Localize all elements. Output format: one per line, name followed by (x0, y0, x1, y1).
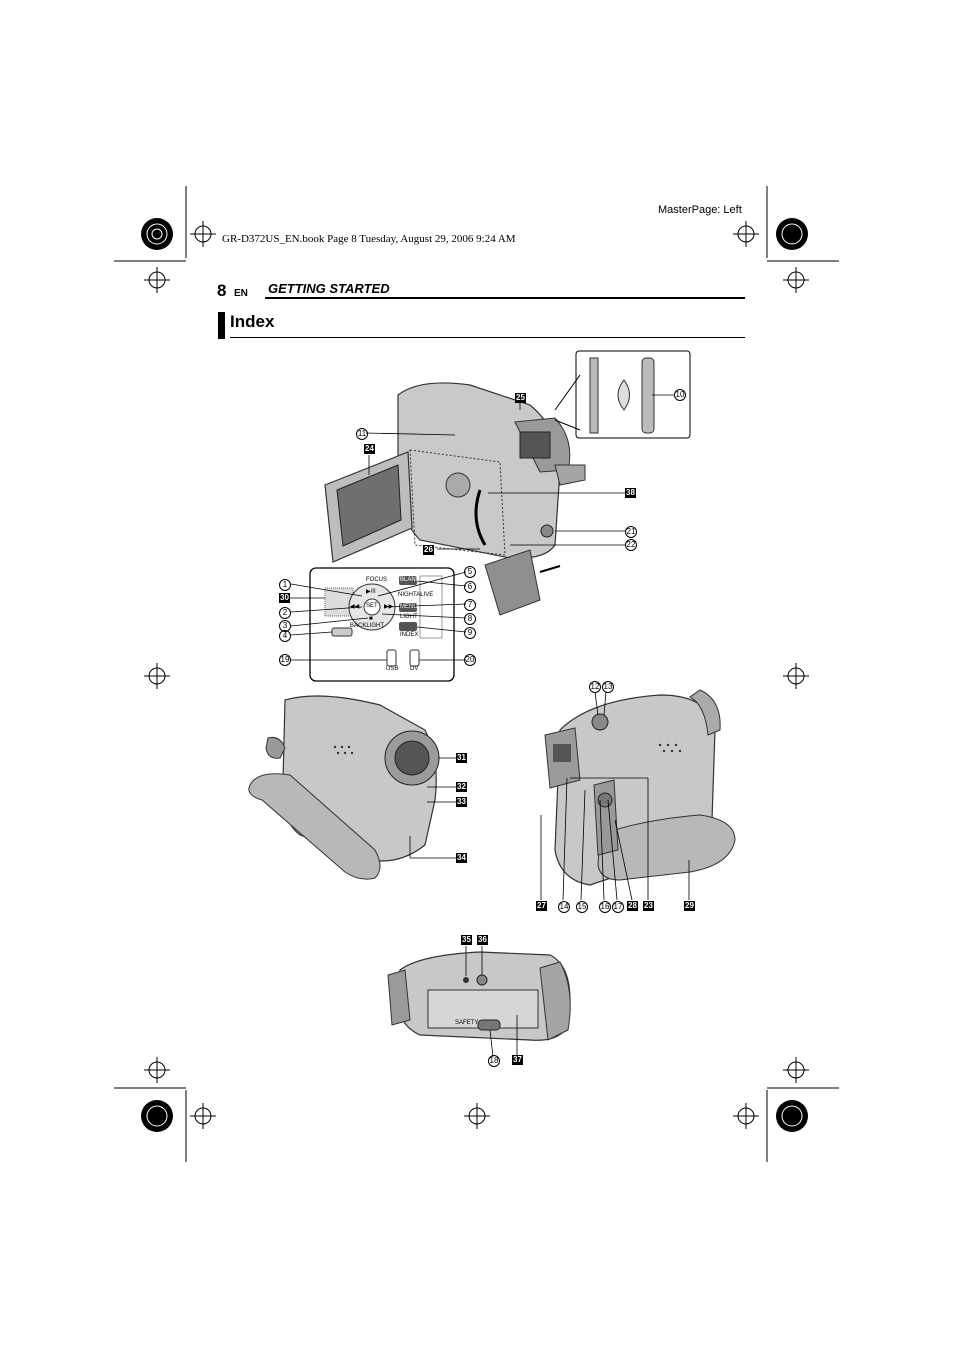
callout-1: 1 (279, 579, 291, 591)
callout-7: 7 (464, 599, 476, 611)
header-rule (265, 297, 745, 299)
callout-6: 6 (464, 581, 476, 593)
callout-32: 32 (456, 782, 467, 792)
callout-21: 21 (625, 526, 637, 538)
callout-20: 20 (464, 654, 476, 666)
callout-14: 14 (558, 901, 570, 913)
callout-33: 33 (456, 797, 467, 807)
callout-17: 17 (612, 901, 624, 913)
callout-11: 11 (356, 428, 368, 440)
callout-18: 18 (488, 1055, 500, 1067)
callout-22: 22 (625, 539, 637, 551)
title-marker (218, 312, 225, 339)
play-pause-button[interactable]: ▶/II (366, 589, 376, 595)
callout-5: 5 (464, 566, 476, 578)
safety-label: SAFETY (455, 1020, 479, 1026)
callout-4: 4 (279, 630, 291, 642)
callout-27: 27 (536, 901, 547, 911)
callout-23: 23 (643, 901, 654, 911)
callout-29: 29 (684, 901, 695, 911)
callout-13: 13 (602, 681, 614, 693)
callout-35: 35 (461, 935, 472, 945)
callout-19: 19 (279, 654, 291, 666)
menu-button[interactable]: MENU (400, 604, 418, 610)
callout-15: 15 (576, 901, 588, 913)
page-number: 8 (217, 281, 227, 300)
language-code: EN (234, 288, 248, 299)
backlight-label: BACKLIGHT (350, 623, 385, 629)
callout-24: 24 (364, 444, 375, 454)
index-label: INDEX (400, 632, 419, 638)
section-heading: GETTING STARTED (268, 281, 390, 296)
light-label: LIGHT (400, 614, 418, 620)
book-file-line: GR-D372US_EN.book Page 8 Tuesday, August… (222, 233, 516, 245)
callout-37: 37 (512, 1055, 523, 1065)
callout-34: 34 (456, 853, 467, 863)
dv-label: DV (410, 666, 419, 672)
callout-10: 10 (674, 389, 686, 401)
page-title: Index (230, 312, 275, 331)
callout-31: 31 (456, 753, 467, 763)
callout-30: 30 (279, 593, 290, 603)
title-rule (230, 337, 745, 338)
callout-38: 38 (625, 488, 636, 498)
fast-forward-button[interactable]: ▶▶ (384, 604, 394, 610)
callout-8: 8 (464, 613, 476, 625)
set-button[interactable]: SET (366, 603, 378, 609)
callout-12: 12 (589, 681, 601, 693)
rewind-button[interactable]: ◀◀ (350, 604, 360, 610)
blank-button[interactable]: BLANK (400, 577, 420, 583)
callout-9: 9 (464, 627, 476, 639)
nightalive-label: NIGHTALIVE (398, 592, 434, 598)
callout-2: 2 (279, 607, 291, 619)
callout-36: 36 (477, 935, 488, 945)
callout-26: 26 (423, 545, 434, 555)
usb-label: USB (386, 666, 399, 672)
callout-25: 25 (515, 393, 526, 403)
stop-button[interactable]: ■ (369, 616, 373, 622)
callout-28: 28 (627, 901, 638, 911)
master-page-label: MasterPage: Left (658, 204, 742, 216)
callout-16: 16 (599, 901, 611, 913)
focus-label: FOCUS (366, 577, 387, 583)
